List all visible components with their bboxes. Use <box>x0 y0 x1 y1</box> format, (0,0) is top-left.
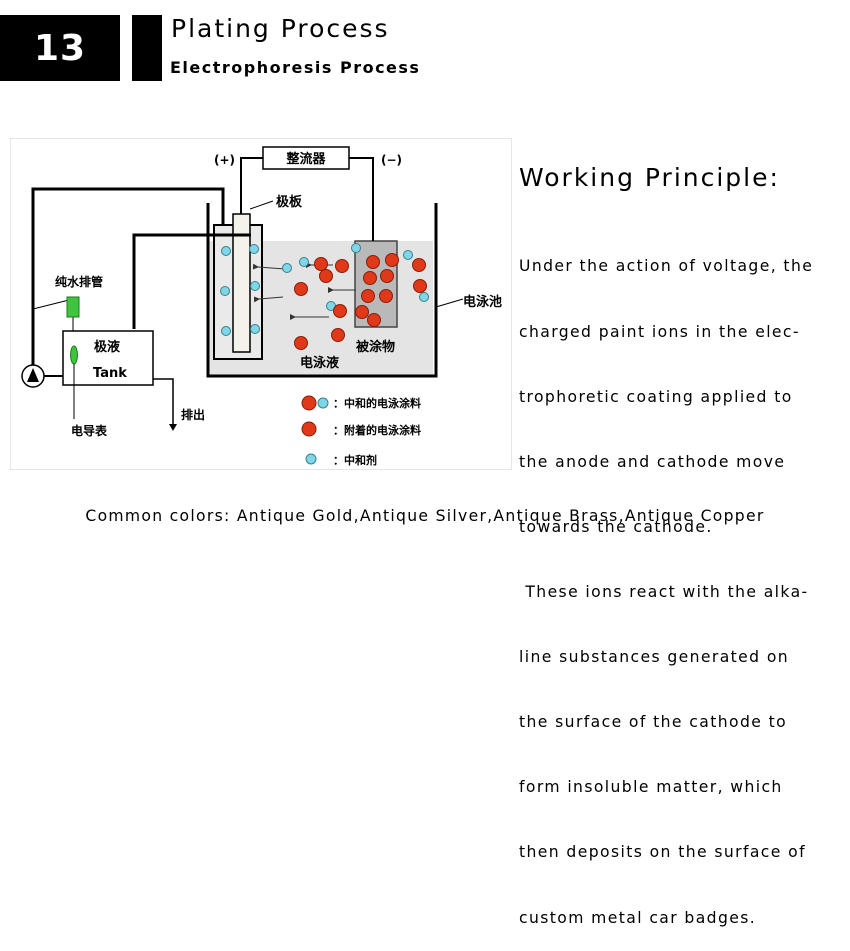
page-title: Plating Process <box>171 14 390 43</box>
neutralizer-particle <box>249 244 259 254</box>
discharge-label: 排出 <box>181 407 205 422</box>
working-principle-title: Working Principle: <box>519 163 780 192</box>
discharge-pipe <box>153 378 174 429</box>
paint-particle <box>294 282 308 296</box>
neutralizer-particles <box>220 243 429 336</box>
legend-swatch-paint <box>301 421 317 437</box>
paint-particle <box>335 259 349 273</box>
plate-leader <box>249 200 274 210</box>
working-principle-line: the anode and cathode move <box>519 452 786 471</box>
paint-particle <box>355 305 369 319</box>
anolyte-tank <box>62 330 154 386</box>
paint-particle <box>294 336 308 350</box>
paint-particle <box>363 271 377 285</box>
paint-particle <box>333 304 347 318</box>
pure-water-pipe-line <box>32 298 74 310</box>
diagram-svg: 整流器 (+) (−) 极板 电泳池 被涂物 电泳液 <box>21 146 502 467</box>
plate-label: 极板 <box>276 194 303 210</box>
electro-liquid-label: 电泳液 <box>300 355 339 371</box>
legend-swatch-neutralizer <box>317 397 329 409</box>
neutralizer-particle <box>299 257 309 267</box>
legend-label-neutralized-paint: ：中和的电泳涂料 <box>333 396 421 410</box>
diagram-legend: ：中和的电泳涂料 ：附着的电泳涂料 ：中和剂 <box>301 395 421 467</box>
legend-label-attached-paint: ：附着的电泳涂料 <box>333 423 421 437</box>
minus-label: (−) <box>381 153 402 167</box>
paint-particle <box>385 253 399 267</box>
step-number-badge: 13 <box>0 15 120 81</box>
electro-tank-wall <box>206 203 438 378</box>
paint-particle <box>412 258 426 272</box>
neutralizer-particle <box>220 286 230 296</box>
paint-particle <box>366 255 380 269</box>
working-principle-line: then deposits on the surface of <box>519 843 806 862</box>
paint-particle <box>380 269 394 283</box>
working-principle-line: charged paint ions in the elec- <box>519 322 800 341</box>
tank-label: Tank <box>93 366 127 381</box>
return-pipe <box>132 233 251 329</box>
ion-arrow <box>253 296 284 303</box>
page-subtitle: Electrophoresis Process <box>170 58 421 77</box>
paint-particle <box>314 257 328 271</box>
coated-object-label: 被涂物 <box>355 339 395 355</box>
anode-wire <box>240 157 263 214</box>
conductivity-probe <box>70 345 78 365</box>
paint-particle <box>379 289 393 303</box>
outer-pipe <box>31 187 225 379</box>
working-principle-line: form insoluble matter, which <box>519 778 783 797</box>
working-principle-body: Under the action of voltage, the charged… <box>519 213 839 951</box>
neutralizer-particle <box>221 326 231 336</box>
legend-swatch-neutralizer <box>305 453 317 465</box>
neutralizer-particle <box>221 246 231 256</box>
working-principle-line: Under the action of voltage, the <box>519 257 814 276</box>
step-number: 13 <box>33 27 87 69</box>
legend-label-neutralizer: ：中和剂 <box>333 453 377 467</box>
electrophoresis-diagram: 整流器 (+) (−) 极板 电泳池 被涂物 电泳液 <box>10 138 512 470</box>
neutralizer-particle <box>250 281 260 291</box>
rectifier-label: 整流器 <box>285 151 326 167</box>
paint-particle <box>361 289 375 303</box>
ion-arrow <box>252 263 286 270</box>
electro-tank-label: 电泳池 <box>463 294 502 310</box>
cathode-wire <box>349 157 374 241</box>
working-principle-line: towards the cathode. <box>519 517 713 536</box>
common-colors-footer: Common colors: Antique Gold,Antique Silv… <box>85 507 765 525</box>
neutralizer-particle <box>282 263 292 273</box>
discharge-arrow <box>169 424 177 431</box>
pump-triangle <box>27 368 39 382</box>
paint-particle <box>331 328 345 342</box>
paint-particle <box>413 279 427 293</box>
conductivity-meter-label: 电导表 <box>71 423 108 438</box>
neutralizer-particle <box>250 324 260 334</box>
paint-particle <box>319 269 333 283</box>
green-valve <box>66 296 80 318</box>
neutralizer-particle <box>403 250 413 260</box>
working-principle-line: These ions react with the alka- <box>519 582 809 601</box>
paint-particle <box>367 313 381 327</box>
paint-particles <box>294 253 427 350</box>
working-principle-line: trophoretic coating applied to <box>519 387 793 406</box>
plus-label: (+) <box>214 153 235 167</box>
legend-swatch-paint <box>301 395 317 411</box>
anolyte-label: 极液 <box>94 339 120 355</box>
working-principle-line: the surface of the cathode to <box>519 713 788 732</box>
neutralizer-particle <box>419 292 429 302</box>
title-accent-bar <box>132 15 162 81</box>
neutralizer-particle <box>351 243 361 253</box>
pure-water-pipe-label: 纯水排管 <box>55 274 103 289</box>
electro-tank-leader <box>435 298 464 308</box>
working-principle-line: line substances generated on <box>519 648 790 667</box>
working-principle-line: custom metal car badges. <box>519 908 757 927</box>
